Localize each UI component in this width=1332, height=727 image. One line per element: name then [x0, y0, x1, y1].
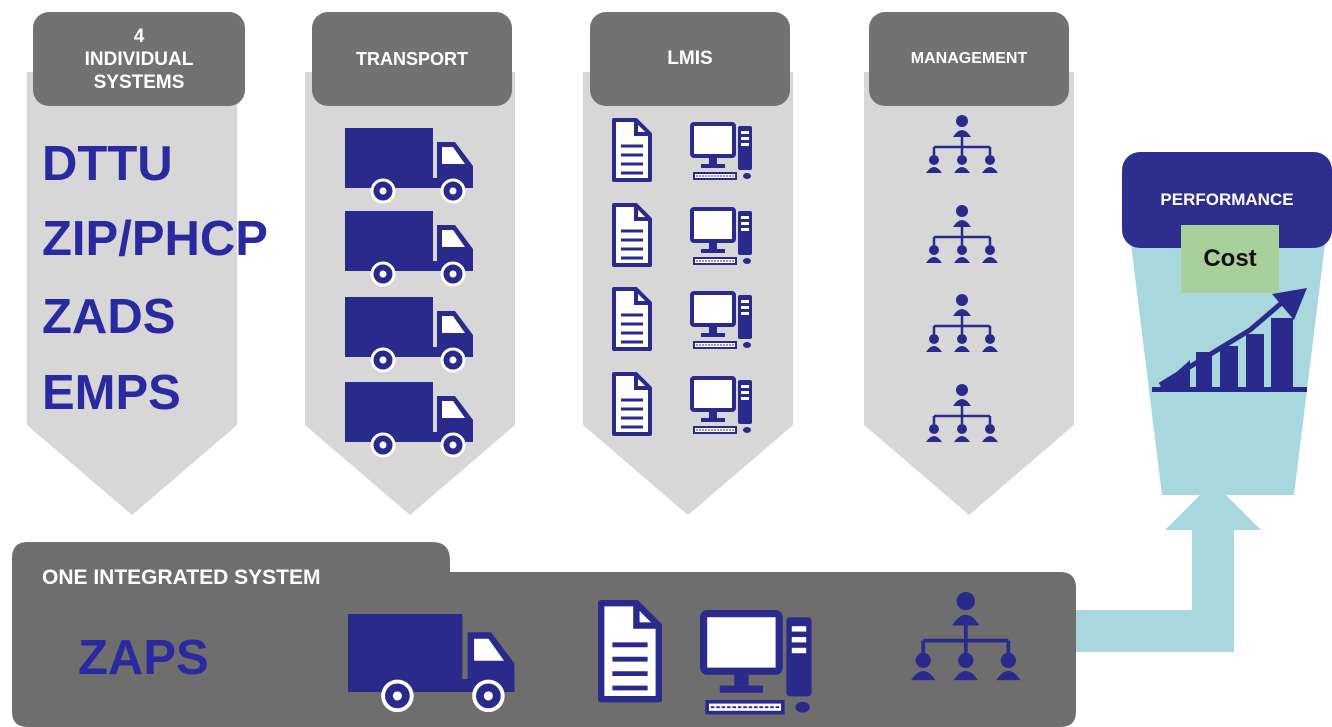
- system-item: ZIP/PHCP: [42, 212, 268, 266]
- header-transport: TRANSPORT: [312, 12, 512, 106]
- system-item: EMPS: [42, 366, 181, 420]
- header-management-label: MANAGEMENT: [910, 50, 1028, 67]
- header-line-3: SYSTEMS: [93, 71, 185, 93]
- header-individual-systems: 4 INDIVIDUAL SYSTEMS: [33, 12, 245, 106]
- system-item: ZADS: [42, 290, 176, 344]
- growth-chart-icon: [1152, 288, 1307, 392]
- column-individual-systems-shape: [27, 72, 237, 515]
- header-transport-label: TRANSPORT: [356, 48, 468, 69]
- header-management: MANAGEMENT: [869, 12, 1069, 106]
- header-lmis-label: LMIS: [667, 48, 713, 69]
- connector-arrow: [1060, 482, 1261, 652]
- document-icon: [612, 118, 652, 182]
- document-icon: [612, 372, 652, 436]
- header-line-2: INDIVIDUAL: [84, 48, 194, 70]
- document-icon: [612, 287, 652, 351]
- document-icon: [601, 603, 659, 699]
- performance-header: [1122, 152, 1332, 248]
- column-management-shape: [864, 72, 1074, 515]
- cost-box: [1181, 225, 1279, 293]
- document-icon: [612, 203, 652, 267]
- performance-label: PERFORMANCE: [1160, 190, 1294, 209]
- integrated-system-label: ONE INTEGRATED SYSTEM: [42, 566, 321, 589]
- system-item: DTTU: [42, 137, 173, 191]
- cost-label: Cost: [1203, 245, 1257, 272]
- header-line-1: 4: [133, 25, 145, 47]
- header-lmis: LMIS: [590, 12, 790, 106]
- integrated-system-name: ZAPS: [78, 631, 209, 685]
